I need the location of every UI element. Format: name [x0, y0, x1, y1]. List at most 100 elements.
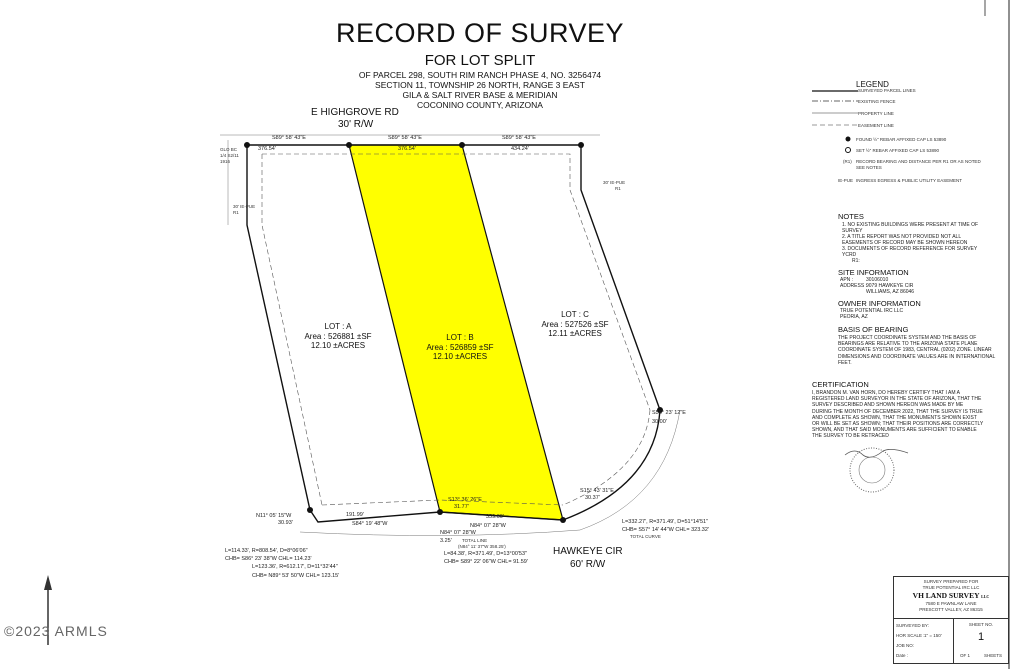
- site-info-heading: SITE INFORMATION: [838, 268, 909, 277]
- monument-nw: [244, 142, 250, 148]
- bearing-n84-short: N84° 07' 28"W: [440, 530, 476, 536]
- glo-label-2: 1/4 S2/11: [220, 153, 239, 158]
- curve-3: L=84.38', R=371.49', D=13°00'53": [444, 551, 527, 557]
- ie-pue-west-ref: R1: [233, 210, 239, 215]
- note-2: 2. A TITLE REPORT WAS NOT PROVIDED NOT A…: [842, 234, 968, 247]
- curve-1-chord: CHB= S86° 23' 38"W CHL= 114.23': [225, 556, 312, 562]
- legend-item-iepue: INGRESS EGRESS & PUBLIC UTILITY EASEMENT: [856, 178, 962, 183]
- owner-heading: OWNER INFORMATION: [838, 299, 921, 308]
- owner-name: TRUE POTENTIAL IRC LLC: [840, 308, 904, 314]
- surveyor-seal: [849, 447, 895, 493]
- bearing-se-dist: 30.00': [652, 419, 667, 425]
- ie-pue-east: 30' IE-PUE: [603, 180, 626, 185]
- monument-sw: [307, 507, 313, 513]
- legend-item-parcel: SURVEYED PARCEL LINES: [858, 88, 916, 93]
- legend-item-property: PROPERTY LINE: [858, 111, 894, 116]
- certification-heading: CERTIFICATION: [812, 380, 869, 389]
- tb-date-label: Date :: [896, 653, 909, 658]
- bearing-lotc-w: S15° 43' 31"E: [580, 488, 614, 494]
- bearing-south-b-dist: 359.00': [486, 514, 504, 520]
- road-centerline-south: [299, 409, 681, 536]
- tb-company-suffix: LLC: [981, 594, 990, 599]
- bearing-north-c: S89° 58' 43"E: [502, 135, 536, 141]
- lot-a-acres: 12.10 ±ACRES: [310, 341, 366, 350]
- legend-heading: LEGEND: [856, 80, 889, 89]
- bearing-n84-short-dist: 3.25': [440, 538, 452, 544]
- bearing-south-a-dist: 191.99': [346, 512, 364, 518]
- bearing-north-a-dist: 376.54': [258, 146, 276, 152]
- title-block-client: SURVEY PREPARED FOR TRUE POTENTIAL IRC L…: [893, 576, 1009, 620]
- curve-4: L=332.27', R=371.49', D=51°14'51": [622, 519, 709, 525]
- site-address-1: 9079 HAWKEYE CIR: [866, 283, 914, 289]
- legend-item-fence: EXISTING FENCE: [858, 99, 896, 104]
- legend-item-record: RECORD BEARING AND DISTANCE PER R1 OR AS…: [856, 159, 981, 170]
- header-line-3: GILA & SALT RIVER BASE & MERIDIAN: [402, 90, 558, 100]
- surveyor-seal-inner: [858, 456, 886, 484]
- parcel-boundary-east: [580, 145, 661, 411]
- lot-c-area: Area : 527526 ±SF: [541, 320, 609, 329]
- owner-city: PEORIA, AZ: [840, 314, 868, 320]
- lot-c-acres: 12.11 ±ACRES: [548, 329, 602, 338]
- legend-item-easement: EASEMENT LINE: [858, 123, 894, 128]
- bearing-north-c-dist: 434.24': [511, 146, 529, 152]
- north-arrow-head: [44, 575, 52, 590]
- parcel-boundary-southeast-curve: [562, 409, 661, 521]
- note-r1: R1:: [852, 258, 860, 264]
- bearing-lotb-w: S13° 36' 26"E: [448, 497, 482, 503]
- monument-ne: [578, 142, 584, 148]
- header-line-2: SECTION 11, TOWNSHIP 26 NORTH, RANGE 3 E…: [375, 80, 585, 90]
- legend-item-set: SET ½" REBAR AFFIXED CAP LS 53890: [856, 148, 939, 153]
- monument-n1: [346, 142, 352, 148]
- monument-se: [657, 407, 663, 413]
- easement-line-north-east: [262, 153, 651, 411]
- lot-b-area: Area : 526859 ±SF: [426, 343, 494, 352]
- total-curve-label: TOTAL CURVE: [630, 534, 661, 539]
- tb-job-label: JOB NO:: [896, 643, 915, 648]
- tb-scale-label: HOR SCALE :: [896, 633, 925, 638]
- header-line-4: COCONINO COUNTY, ARIZONA: [417, 100, 543, 110]
- glo-label-3: 1916: [220, 159, 231, 164]
- legend-r1-tag: (R1): [843, 159, 852, 164]
- bearing-south-a: S84° 19' 48"W: [352, 521, 388, 527]
- certification-text: I, BRANDON M. VAN HORN, DO HEREBY CERTIF…: [812, 390, 984, 440]
- basis-heading: BASIS OF BEARING: [838, 325, 909, 334]
- tb-city: PRESCOTT VALLEY, AZ 86315: [919, 607, 983, 612]
- note-3: 3. DOCUMENTS OF RECORD REFERENCE FOR SUR…: [842, 246, 978, 259]
- parcel-boundary-west: [246, 145, 311, 511]
- legend-item-found: FOUND ½" REBAR AFFIXED CAP LS 53890: [856, 137, 947, 142]
- lot-b-label: LOT : B: [446, 333, 474, 342]
- bearing-north-b-dist: 376.54': [398, 146, 416, 152]
- monument-s1: [437, 509, 443, 515]
- total-line-value: (N84° 11' 37"W 358.25'): [458, 544, 506, 549]
- parcel-boundary-south: [309, 509, 564, 523]
- tb-of-label: OF 1: [960, 653, 971, 658]
- south-road-name: HAWKEYE CIR: [553, 546, 623, 557]
- title-block-meta: SURVEYED BY: HOR SCALE : 1" = 150' JOB N…: [893, 618, 955, 664]
- total-line-label: TOTAL LINE: [462, 538, 488, 543]
- monument-n2: [459, 142, 465, 148]
- curve-3-chord: CHB= S89° 22' 06"W CHL= 91.59': [444, 559, 528, 565]
- north-road-row: 30' R/W: [338, 119, 374, 130]
- tb-client: TRUE POTENTIAL IRC LLC: [922, 585, 980, 590]
- page-title: RECORD OF SURVEY: [335, 18, 625, 48]
- bearing-lotb-w-dist: 31.77': [454, 504, 469, 510]
- curve-1: L=114.33', R=808.54', D=8°06'06": [225, 548, 308, 554]
- ie-pue-east-ref: R1: [615, 186, 621, 191]
- basis-text: THE PROJECT COORDINATE SYSTEM AND THE BA…: [838, 335, 996, 366]
- lot-a-label: LOT : A: [324, 322, 352, 331]
- tb-company-name: VH LAND SURVEY: [912, 591, 980, 600]
- north-road-name: E HIGHGROVE RD: [311, 107, 399, 118]
- tb-sheets-label: SHEETS: [984, 653, 1003, 658]
- watermark: ©2023 ARMLS: [4, 623, 108, 639]
- lot-b-acres: 12.10 ±ACRES: [432, 352, 488, 361]
- south-road-row: 60' R/W: [570, 559, 606, 570]
- tb-prepared-for: SURVEY PREPARED FOR: [923, 579, 979, 584]
- curve-4-chord: CHB= S57° 14' 44"W CHL= 323.32': [622, 527, 709, 533]
- bearing-se: S58° 23' 12"E: [652, 410, 686, 416]
- tb-scale: 1" = 150': [924, 633, 942, 638]
- bearing-north-a: S89° 58' 43"E: [272, 135, 306, 141]
- site-apn-label: APN :: [840, 277, 854, 283]
- lot-a-area: Area : 526881 ±SF: [304, 332, 372, 341]
- legend-set-rebar-icon: [845, 147, 851, 153]
